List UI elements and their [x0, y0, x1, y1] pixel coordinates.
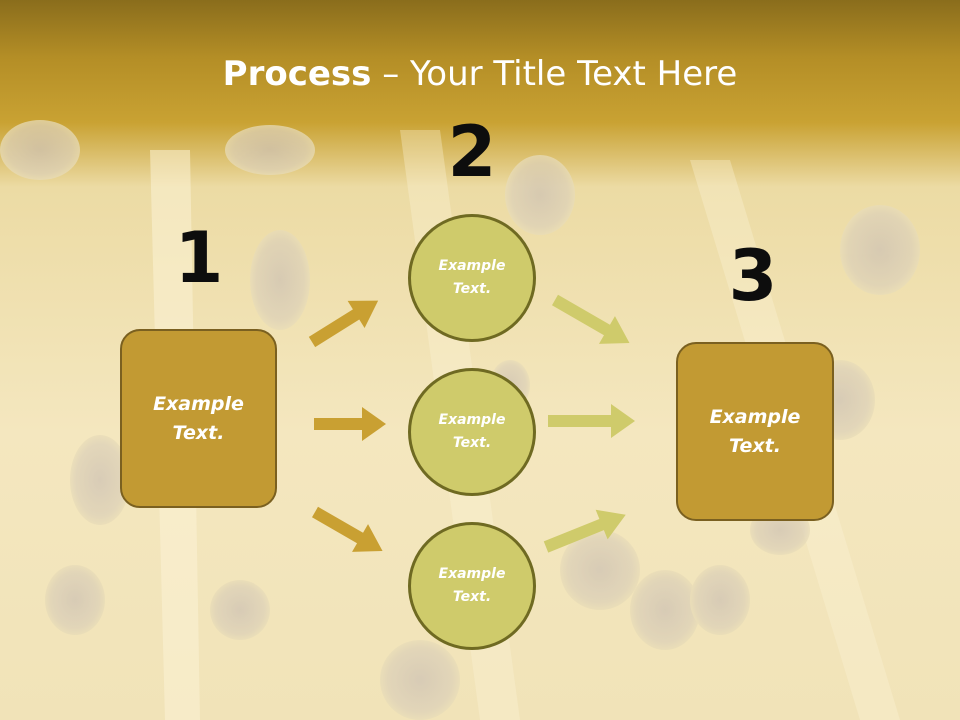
- circle-middle[interactable]: Example Text.: [408, 368, 536, 496]
- circle-bottom-text: Example Text.: [438, 566, 506, 605]
- arrow-left-down: [312, 506, 383, 552]
- arrow-right-down: [552, 294, 630, 344]
- title-dash: –: [371, 54, 411, 94]
- circle-middle-text: Example Text.: [438, 412, 506, 451]
- arrow-left-up: [308, 300, 379, 348]
- circle-bottom[interactable]: Example Text.: [408, 522, 536, 650]
- step-number-2: 2: [447, 111, 497, 193]
- right-box-text: Example Text.: [709, 405, 801, 457]
- step-number-3: 3: [728, 235, 778, 317]
- left-process-box[interactable]: Example Text.: [120, 329, 277, 508]
- left-box-text: Example Text.: [153, 392, 244, 444]
- arrow-right-mid: [548, 404, 635, 438]
- right-process-box[interactable]: Example Text.: [676, 342, 834, 521]
- cheese-holes: [0, 120, 920, 720]
- title-rest: Your Title Text Here: [410, 54, 738, 94]
- arrow-left-mid: [314, 407, 386, 441]
- step-number-1: 1: [174, 217, 224, 299]
- circle-top-text: Example Text.: [438, 258, 506, 297]
- title-bold: Process: [222, 54, 372, 94]
- arrow-right-up: [543, 509, 626, 553]
- circle-top[interactable]: Example Text.: [408, 214, 536, 342]
- slide-title: Process – Your Title Text Here: [0, 52, 960, 96]
